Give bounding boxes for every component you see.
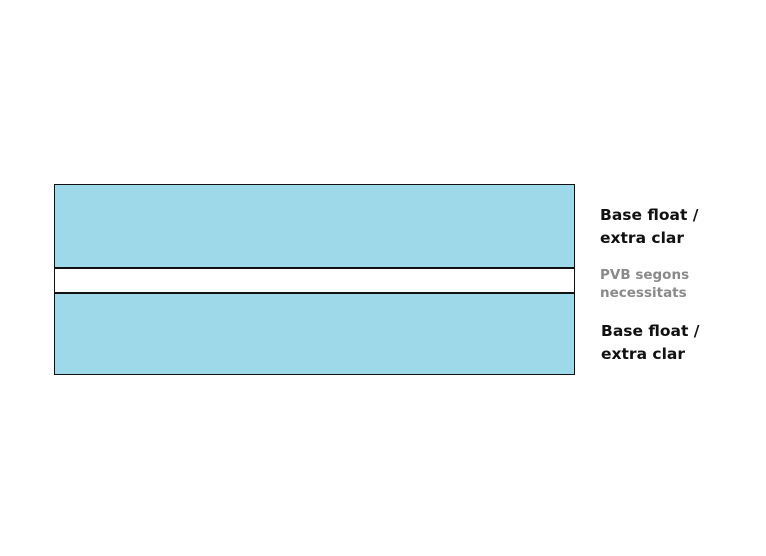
- top-glass-label-line2: extra clar: [600, 229, 685, 247]
- bottom-glass-label-line1: Base float /: [601, 322, 700, 340]
- pvb-label-line1: PVB segons: [600, 267, 690, 283]
- pvb-interlayer-label: PVB segons necessitats: [600, 266, 689, 302]
- laminated-glass-cross-section: [54, 184, 575, 375]
- pvb-interlayer: [55, 267, 574, 294]
- top-glass-label-line1: Base float /: [600, 206, 699, 224]
- bottom-glass-label: Base float / extra clar: [601, 320, 699, 366]
- bottom-glass-label-line2: extra clar: [601, 345, 686, 363]
- top-glass-label: Base float / extra clar: [600, 204, 698, 250]
- pvb-label-line2: necessitats: [600, 285, 687, 301]
